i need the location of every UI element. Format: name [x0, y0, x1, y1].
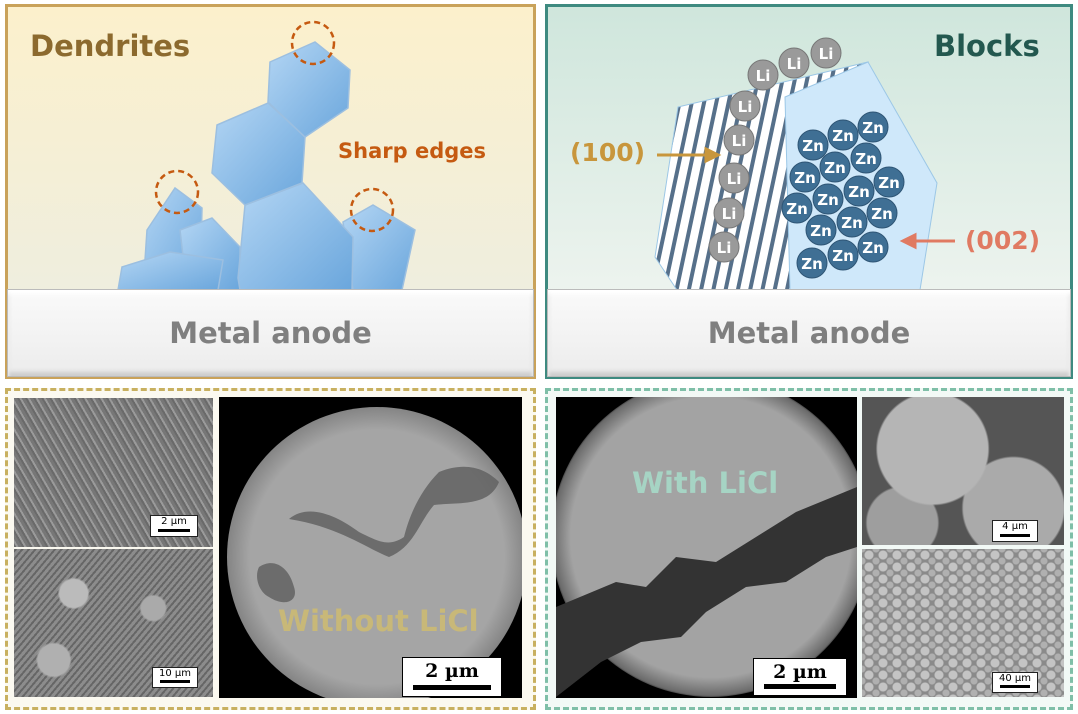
blocks-title: Blocks [934, 29, 1040, 63]
zn-atom-label: Zn [786, 200, 808, 218]
sharp-edge-marker [154, 169, 200, 215]
zn-atom [850, 142, 882, 174]
zn-atom [827, 239, 859, 271]
zn-atom-label: Zn [810, 222, 832, 240]
li-atom [718, 162, 750, 194]
zn-atom-label: Zn [862, 119, 884, 137]
li-atom-label: Li [732, 132, 747, 150]
metal-anode: Metal anode [7, 289, 534, 377]
dendrites-panel: Dendrites Sharp edges Metal anode [5, 4, 536, 379]
zn-atom-label: Zn [862, 239, 884, 257]
scale-bar: 40 µm [992, 672, 1038, 693]
zn-atom [843, 175, 875, 207]
tem-image-with-licl: With LiCl 2 µm [556, 397, 857, 698]
zn-atom [836, 206, 868, 238]
arrow-head [899, 232, 917, 250]
sharp-edges-label: Sharp edges [338, 139, 486, 163]
scale-bar: 2 µm [150, 515, 198, 537]
li-atom [747, 59, 779, 91]
with-licl-label: With LiCl [632, 466, 779, 500]
zn-atom [789, 161, 821, 193]
zn-atom-label: Zn [878, 174, 900, 192]
scale-bar: 2 µm [402, 657, 502, 697]
dendrites-title: Dendrites [30, 29, 191, 63]
zn-atom [781, 192, 813, 224]
zn-atom [857, 111, 889, 143]
li-atom-label: Li [819, 45, 834, 63]
li-atom-label: Li [727, 170, 742, 188]
zn-atom-label: Zn [832, 127, 854, 145]
without-licl-label: Without LiCl [278, 604, 479, 638]
li-atom-label: Li [787, 55, 802, 73]
zn-atom-label: Zn [832, 247, 854, 265]
zn-atom-label: Zn [794, 169, 816, 187]
li-atom [810, 37, 842, 69]
zn-atom [873, 166, 905, 198]
dendrite-shadow [257, 466, 499, 603]
arrow-head [704, 146, 722, 164]
li-atom [723, 124, 755, 156]
li-atom [778, 47, 810, 79]
li-atom [729, 90, 761, 122]
sharp-edge-marker [349, 187, 395, 233]
zn-atom [857, 231, 889, 263]
zn-atom-label: Zn [802, 137, 824, 155]
zn-atom [805, 214, 837, 246]
sharp-edge-marker [290, 20, 336, 66]
zn-atom [812, 183, 844, 215]
tem-image-without-licl: Without LiCl 2 µm [219, 397, 522, 698]
metal-anode: Metal anode [547, 289, 1071, 377]
li-atom-label: Li [738, 98, 753, 116]
zn-atom [827, 119, 859, 151]
zn-atom-label: Zn [871, 205, 893, 223]
zn-atom-label: Zn [848, 183, 870, 201]
zn-atom-label: Zn [817, 191, 839, 209]
zn-atom-label: Zn [801, 255, 823, 273]
zn-atom-label: Zn [855, 150, 877, 168]
li-atom-label: Li [756, 67, 771, 85]
zn-atom [796, 247, 828, 279]
zn-atom-label: Zn [824, 159, 846, 177]
zn-atom [866, 197, 898, 229]
dendrite-crystals-illustration [117, 20, 416, 291]
block-deposit-shadow [556, 487, 857, 697]
facet-100-label: (100) [570, 138, 646, 167]
li-atom [708, 231, 740, 263]
li-atom [713, 197, 745, 229]
zn-atom [819, 151, 851, 183]
scale-bar: 4 µm [992, 520, 1038, 542]
li-atom-label: Li [717, 239, 732, 257]
li-atom-label: Li [722, 205, 737, 223]
scale-bar: 2 µm [753, 658, 847, 696]
zn-atom [797, 129, 829, 161]
dendrite-crystal [267, 41, 351, 138]
facet-002-label: (002) [965, 226, 1041, 255]
scale-bar: 10 µm [152, 667, 198, 688]
zn-atom-label: Zn [841, 214, 863, 232]
